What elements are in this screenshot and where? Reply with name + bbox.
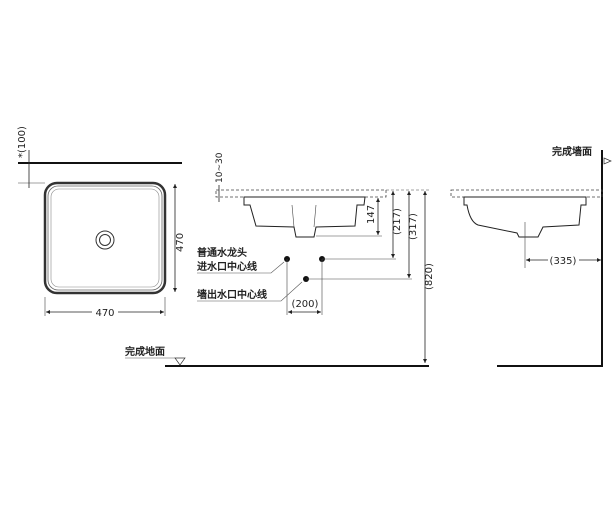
inlet-height-label: (217) xyxy=(392,208,403,235)
basin-profile xyxy=(243,196,366,238)
wall-label: 完成墙面 xyxy=(552,145,592,158)
basin-bowl xyxy=(50,188,160,288)
counter-height-label: (820) xyxy=(424,263,435,290)
countertop-dashed xyxy=(215,189,387,198)
clearance-label: *(100) xyxy=(17,126,28,158)
top-view: *(100) 470 470 xyxy=(17,126,186,319)
wall-outlet-label: 墙出水口中心线 xyxy=(197,288,267,301)
basin-profile xyxy=(463,196,587,238)
drain-line xyxy=(291,204,295,228)
countertop-dashed xyxy=(450,189,603,198)
basin-outline xyxy=(43,181,167,295)
leader-line xyxy=(197,261,285,274)
wall-level-marker-icon xyxy=(603,157,612,165)
width-label: 470 xyxy=(95,308,114,319)
gap-label: 10~30 xyxy=(215,152,225,183)
end-view: 完成墙面 (335) xyxy=(450,145,612,367)
side-view: 10~30 147 (217) (317) (820) (200) 普通水龙头 … xyxy=(125,152,435,367)
inlet-spacing-label: (200) xyxy=(292,299,319,310)
leader-line xyxy=(197,281,303,302)
outlet-height-label: (317) xyxy=(408,213,419,240)
drain-inner xyxy=(99,234,111,246)
faucet-inlet-label-line1: 普通水龙头 xyxy=(197,246,247,259)
basin-rim xyxy=(47,185,163,291)
drain-line xyxy=(313,204,317,228)
faucet-inlet-label-line2: 进水口中心线 xyxy=(197,260,257,273)
depth-label: 147 xyxy=(366,205,377,224)
height-label: 470 xyxy=(175,233,186,252)
floor-label: 完成地面 xyxy=(125,345,165,358)
wall-distance-label: (335) xyxy=(550,256,577,267)
drain-icon xyxy=(95,230,115,250)
floor-level-marker-icon xyxy=(174,357,186,366)
